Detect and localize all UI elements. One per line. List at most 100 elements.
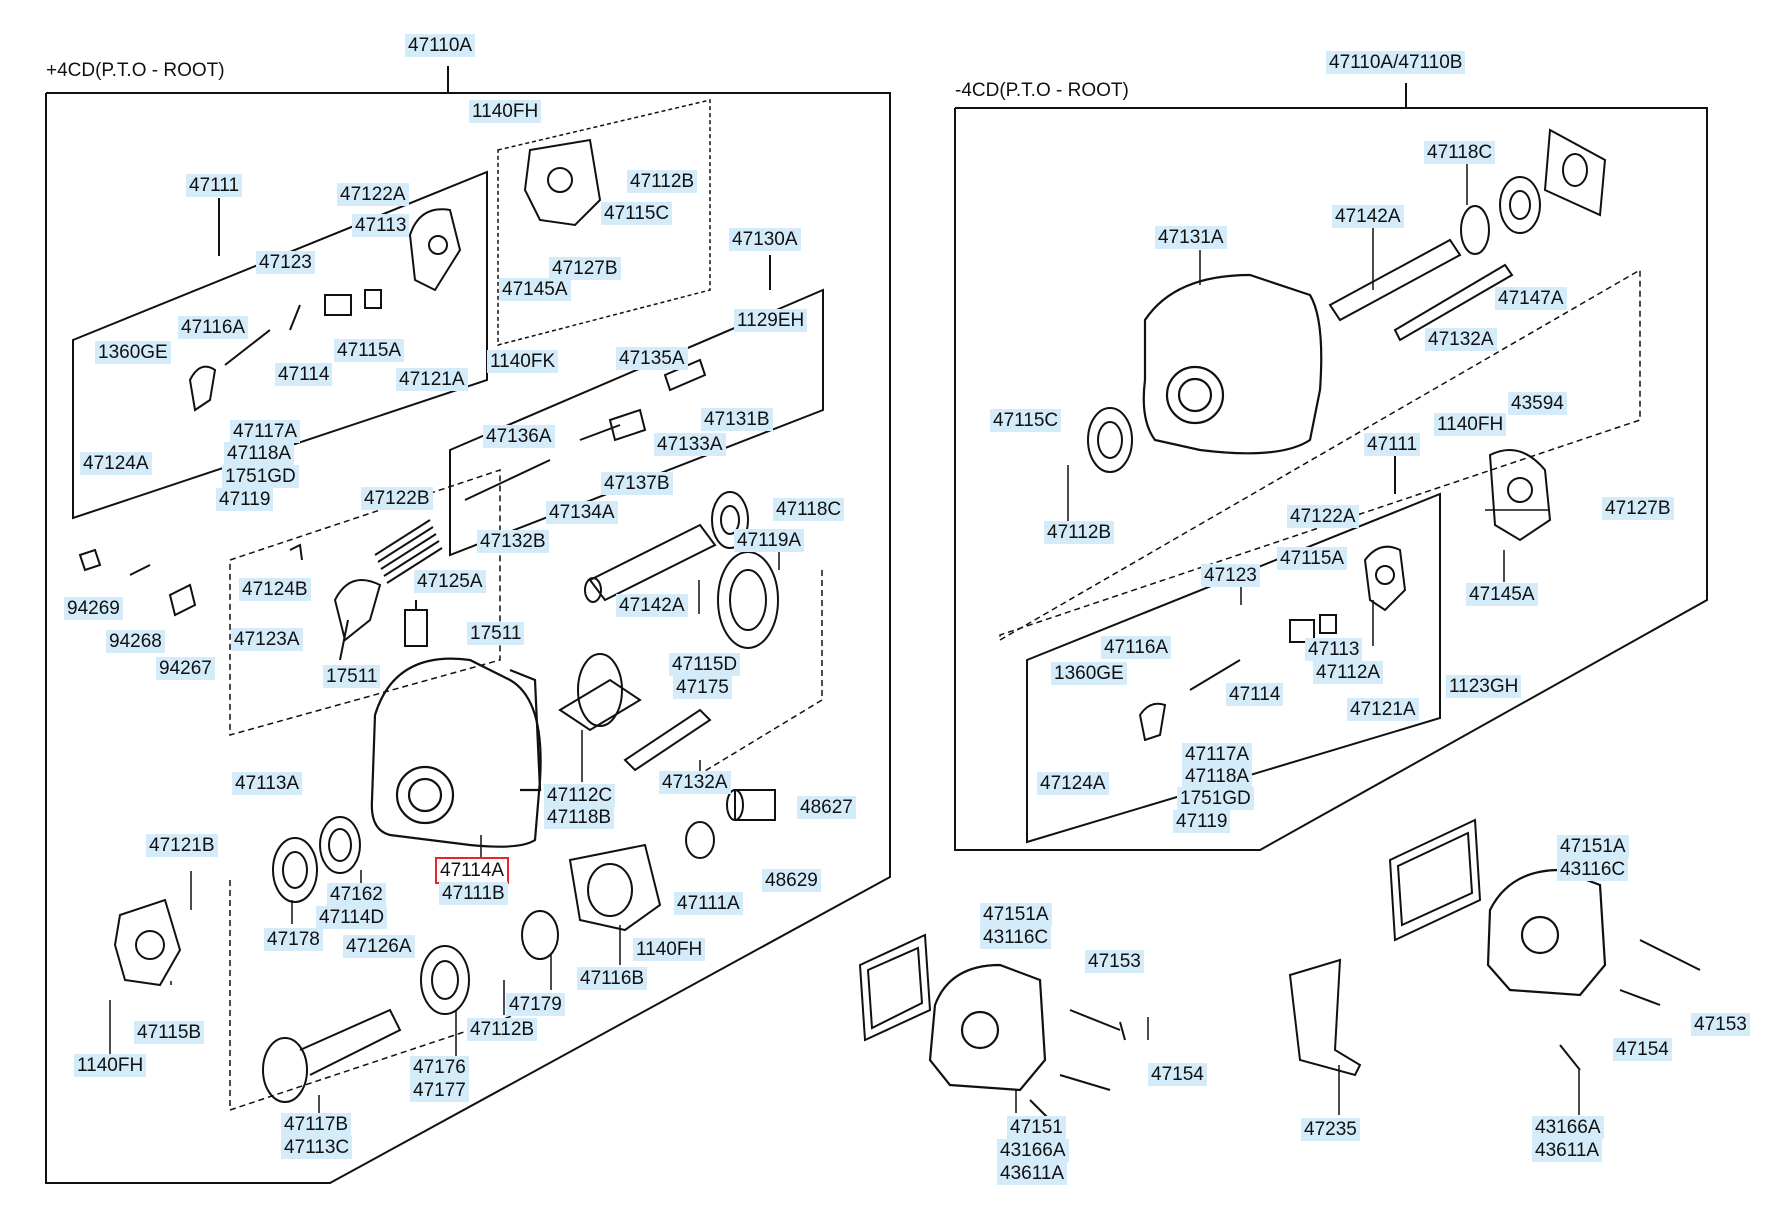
callout-43594[interactable]: 43594 [1508, 392, 1567, 415]
callout-47125A[interactable]: 47125A [414, 570, 486, 593]
callout-1751GD[interactable]: 1751GD [222, 465, 299, 488]
callout-47113A[interactable]: 47113A [232, 772, 303, 795]
callout-47111-right[interactable]: 47111 [1364, 433, 1421, 456]
callout-47118A-right[interactable]: 47118A [1182, 765, 1253, 788]
callout-47112C[interactable]: 47112C [544, 784, 616, 807]
callout-47117A-right[interactable]: 47117A [1182, 743, 1253, 766]
callout-47142A-right[interactable]: 47142A [1332, 205, 1404, 228]
callout-47121B[interactable]: 47121B [146, 834, 218, 857]
callout-47135A[interactable]: 47135A [616, 347, 688, 370]
callout-47126A[interactable]: 47126A [343, 935, 415, 958]
callout-47178[interactable]: 47178 [264, 928, 323, 951]
callout-47114D[interactable]: 47114D [316, 906, 388, 929]
callout-47162[interactable]: 47162 [327, 883, 386, 906]
callout-47134A[interactable]: 47134A [546, 501, 618, 524]
callout-47132B[interactable]: 47132B [477, 530, 549, 553]
callout-47176[interactable]: 47176 [410, 1056, 469, 1079]
callout-47117A[interactable]: 47117A [230, 420, 301, 443]
callout-47119[interactable]: 47119 [216, 488, 274, 511]
callout-47153-left[interactable]: 47153 [1085, 950, 1144, 973]
callout-47145A[interactable]: 47145A [499, 278, 571, 301]
callout-1360GE-right[interactable]: 1360GE [1051, 662, 1127, 685]
callout-47123A[interactable]: 47123A [231, 628, 303, 651]
callout-1751GD-right[interactable]: 1751GD [1177, 787, 1254, 810]
callout-43611A-right[interactable]: 43611A [1532, 1139, 1603, 1162]
callout-43116C-right[interactable]: 43116C [1557, 858, 1629, 881]
callout-47132A[interactable]: 47132A [659, 771, 731, 794]
callout-47154-left[interactable]: 47154 [1148, 1063, 1207, 1086]
callout-1140FH-top[interactable]: 1140FH [469, 100, 542, 123]
callout-47116A[interactable]: 47116A [178, 316, 249, 339]
callout-48627[interactable]: 48627 [797, 796, 856, 819]
callout-1140FH-bottom[interactable]: 1140FH [74, 1054, 147, 1077]
callout-47151A-right[interactable]: 47151A [1557, 835, 1629, 858]
callout-1123GH[interactable]: 1123GH [1446, 675, 1522, 698]
callout-47235[interactable]: 47235 [1301, 1118, 1360, 1141]
callout-47115A[interactable]: 47115A [334, 339, 405, 362]
callout-1140FK[interactable]: 1140FK [487, 350, 559, 373]
callout-1129EH[interactable]: 1129EH [734, 309, 808, 332]
callout-94269[interactable]: 94269 [64, 597, 123, 620]
callout-47115B[interactable]: 47115B [134, 1021, 205, 1044]
callout-47127B-right[interactable]: 47127B [1602, 497, 1674, 520]
callout-47151[interactable]: 47151 [1007, 1116, 1066, 1139]
callout-assembly-right[interactable]: 47110A/47110B [1326, 51, 1466, 74]
callout-47112B-right[interactable]: 47112B [1044, 521, 1115, 544]
callout-17511-b[interactable]: 17511 [323, 665, 381, 688]
callout-94268[interactable]: 94268 [106, 630, 165, 653]
callout-43166A-left[interactable]: 43166A [997, 1139, 1069, 1162]
callout-47131A[interactable]: 47131A [1155, 226, 1227, 249]
callout-17511-a[interactable]: 17511 [467, 622, 525, 645]
callout-assembly-left[interactable]: 47110A [405, 34, 476, 57]
callout-47137B[interactable]: 47137B [601, 472, 673, 495]
callout-47177[interactable]: 47177 [410, 1079, 469, 1102]
callout-47113-right[interactable]: 47113 [1305, 638, 1363, 661]
callout-47179[interactable]: 47179 [506, 993, 565, 1016]
callout-47124A[interactable]: 47124A [80, 452, 152, 475]
callout-47115C-right[interactable]: 47115C [990, 409, 1062, 432]
callout-47113C[interactable]: 47113C [281, 1136, 353, 1159]
callout-43116C-left[interactable]: 43116C [980, 926, 1052, 949]
callout-47119-right[interactable]: 47119 [1173, 810, 1231, 833]
callout-47118A[interactable]: 47118A [224, 442, 295, 465]
callout-47127B[interactable]: 47127B [549, 257, 621, 280]
callout-47131B[interactable]: 47131B [701, 408, 773, 431]
callout-47116B[interactable]: 47116B [577, 967, 648, 990]
callout-47111B[interactable]: 47111B [439, 882, 508, 905]
callout-48629[interactable]: 48629 [762, 869, 821, 892]
callout-47153-right[interactable]: 47153 [1691, 1013, 1750, 1036]
callout-47114A-highlighted[interactable]: 47114A [434, 857, 510, 884]
callout-47147A[interactable]: 47147A [1495, 287, 1567, 310]
callout-47112A[interactable]: 47112A [1313, 661, 1384, 684]
callout-47154-right[interactable]: 47154 [1613, 1038, 1672, 1061]
callout-47123-right[interactable]: 47123 [1201, 564, 1260, 587]
callout-47114-right[interactable]: 47114 [1226, 683, 1284, 706]
callout-47116A-right[interactable]: 47116A [1101, 636, 1172, 659]
callout-47133A[interactable]: 47133A [654, 433, 726, 456]
callout-47112B-top[interactable]: 47112B [627, 170, 698, 193]
callout-47123[interactable]: 47123 [256, 251, 315, 274]
callout-47112B-bottom[interactable]: 47112B [467, 1018, 538, 1041]
callout-1140FH-mid[interactable]: 1140FH [633, 938, 706, 961]
callout-47111[interactable]: 47111 [186, 174, 243, 197]
callout-47124A-right[interactable]: 47124A [1037, 772, 1109, 795]
callout-47130A[interactable]: 47130A [729, 228, 801, 251]
callout-47175[interactable]: 47175 [673, 676, 732, 699]
callout-47113[interactable]: 47113 [352, 214, 410, 237]
callout-47121A[interactable]: 47121A [396, 368, 468, 391]
callout-47151A-left[interactable]: 47151A [980, 903, 1052, 926]
callout-47118C[interactable]: 47118C [773, 498, 845, 521]
callout-1360GE[interactable]: 1360GE [95, 341, 171, 364]
callout-47118C-right[interactable]: 47118C [1424, 141, 1496, 164]
callout-47142A[interactable]: 47142A [616, 594, 688, 617]
callout-47115C[interactable]: 47115C [601, 202, 673, 225]
callout-47122A-right[interactable]: 47122A [1287, 505, 1359, 528]
callout-47117B[interactable]: 47117B [281, 1113, 352, 1136]
callout-47132A-right[interactable]: 47132A [1425, 328, 1497, 351]
callout-47122B[interactable]: 47122B [361, 487, 433, 510]
callout-47121A-right[interactable]: 47121A [1347, 698, 1419, 721]
callout-47122A[interactable]: 47122A [337, 183, 409, 206]
callout-47145A-right[interactable]: 47145A [1466, 583, 1538, 606]
callout-47115A-right[interactable]: 47115A [1277, 547, 1348, 570]
callout-47124B[interactable]: 47124B [239, 578, 311, 601]
